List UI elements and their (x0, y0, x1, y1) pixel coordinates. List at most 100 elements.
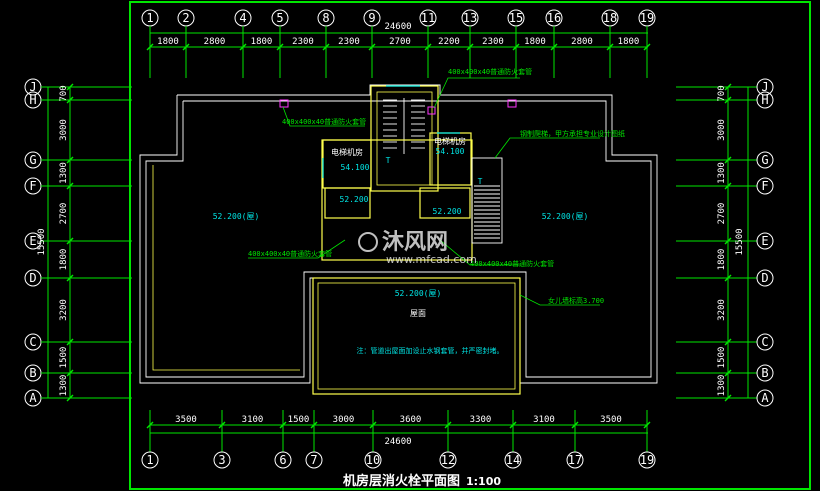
left-dim-2: 1300 (59, 162, 69, 184)
top-dim-10: 1800 (618, 37, 640, 47)
leader-hydrant-br (439, 239, 520, 266)
elev-label-mid1: 52.200 (340, 195, 369, 204)
watermark-url: www.mfcad.com (386, 253, 477, 266)
left-dim-0: 700 (59, 85, 69, 101)
axis-label-bottom-14: 14 (506, 453, 520, 467)
axis-label-bottom-7: 7 (310, 453, 317, 467)
axis-label-left-E: E (29, 234, 36, 248)
axis-label-top-2: 2 (182, 11, 189, 25)
drawing-title: 机房层消火栓平面图 (343, 473, 460, 489)
axis-label-right-A: A (761, 391, 769, 405)
axis-label-right-J: J (761, 80, 768, 94)
stair-t-1: T (386, 156, 391, 165)
leader-hydrant-left (282, 106, 365, 127)
axis-label-bottom-19: 19 (640, 453, 654, 467)
axis-label-right-B: B (761, 366, 768, 380)
axis-label-bottom-1: 1 (146, 453, 153, 467)
axis-bubble-right-F (756, 177, 774, 195)
axis-label-left-G: G (29, 153, 36, 167)
leader-hydrant-bl (248, 239, 346, 259)
right-dim-1: 3000 (717, 119, 727, 141)
hydrant-box-left (279, 99, 289, 108)
label-ladder-note: 钢制爬梯，甲方承担专业设计图纸 (520, 129, 625, 138)
axis-label-right-F: F (761, 179, 768, 193)
right-dim-4: 1800 (717, 249, 727, 271)
axis-label-right-E: E (761, 234, 768, 248)
axis-label-bottom-12: 12 (441, 453, 455, 467)
bottom-total-dim: 24600 (384, 437, 411, 447)
elev-label-right: 54.100 (436, 147, 465, 156)
roof-label-right: 52.200(屋) (542, 212, 589, 221)
label-parapet: 女儿墙标高3.700 (548, 296, 604, 305)
axis-label-top-9: 9 (368, 11, 375, 25)
axis-label-left-A: A (29, 391, 37, 405)
axis-label-left-B: B (29, 366, 36, 380)
axis-label-left-H: H (29, 93, 36, 107)
parapet-line (152, 165, 300, 371)
roof-outline-outer (139, 84, 658, 384)
leader-ladder (494, 137, 600, 159)
axis-label-top-16: 16 (547, 11, 561, 25)
axis-label-right-H: H (761, 93, 768, 107)
stair-core-inner (376, 91, 433, 186)
axis-label-bottom-10: 10 (366, 453, 380, 467)
axis-bubble-bottom-12 (439, 451, 457, 469)
axis-label-top-13: 13 (463, 11, 477, 25)
lower-roof-block (312, 277, 521, 395)
stair-core (370, 85, 439, 192)
room-mid-left (324, 187, 371, 219)
axis-bubble-right-D (756, 269, 774, 287)
lower-roof-block-inner (317, 282, 516, 390)
room-label-left: 电梯机房 (331, 147, 363, 157)
roof-outline-inner (145, 100, 652, 378)
axis-label-right-G: G (761, 153, 768, 167)
left-total-dim: 15500 (37, 228, 47, 255)
axis-bubble-bottom-14 (504, 451, 522, 469)
top-dim-2: 1800 (251, 37, 273, 47)
left-dim-5: 3200 (59, 299, 69, 321)
axis-label-bottom-6: 6 (279, 453, 286, 467)
roof-label-center: 52.200(屋) (395, 289, 442, 298)
roof-label-left: 52.200(屋) (213, 212, 260, 221)
left-dim-1: 3000 (59, 119, 69, 141)
stair-t-2: T (478, 177, 483, 186)
left-dim-3: 2700 (59, 203, 69, 225)
axis-label-top-1: 1 (146, 11, 153, 25)
axis-bubble-bottom-19 (638, 451, 656, 469)
roof-sub-label: 屋面 (410, 309, 426, 318)
top-dim-9: 2800 (571, 37, 593, 47)
bottom-dim-3: 3000 (333, 415, 355, 425)
label-hydrant-bl: 400x400x40普通防火套管 (248, 249, 332, 258)
axis-bubble-bottom-1 (141, 451, 159, 469)
bottom-dim-7: 3500 (600, 415, 622, 425)
axis-label-right-C: C (761, 335, 768, 349)
label-hydrant-top: 400x400x40普通防火套管 (448, 67, 532, 76)
leader-parapet (519, 294, 600, 306)
top-dim-0: 1800 (157, 37, 179, 47)
left-dim-4: 1800 (59, 249, 69, 271)
axis-bubble-right-G (756, 151, 774, 169)
label-hydrant-left: 400x400x40普通防火套管 (282, 117, 366, 126)
axis-label-top-5: 5 (276, 11, 283, 25)
axis-label-left-D: D (29, 271, 36, 285)
axis-bubble-right-E (756, 232, 774, 250)
room-label-right: 电梯机房 (434, 136, 466, 146)
axis-bubble-right-B (756, 364, 774, 382)
steel-ladder (471, 157, 503, 244)
watermark-name: 沐风网 (382, 230, 448, 255)
axis-label-top-11: 11 (421, 11, 435, 25)
axis-label-top-15: 15 (509, 11, 523, 25)
top-total-dim: 24600 (384, 22, 411, 32)
right-total-dim: 15500 (735, 228, 745, 255)
bottom-dim-4: 3600 (400, 415, 422, 425)
bottom-dim-0: 3500 (175, 415, 197, 425)
right-dim-5: 3200 (717, 299, 727, 321)
axis-bubble-bottom-7 (305, 451, 323, 469)
watermark-logo (358, 232, 378, 252)
top-dim-6: 2200 (438, 37, 460, 47)
axis-label-bottom-17: 17 (568, 453, 582, 467)
bottom-dim-1: 3100 (242, 415, 264, 425)
